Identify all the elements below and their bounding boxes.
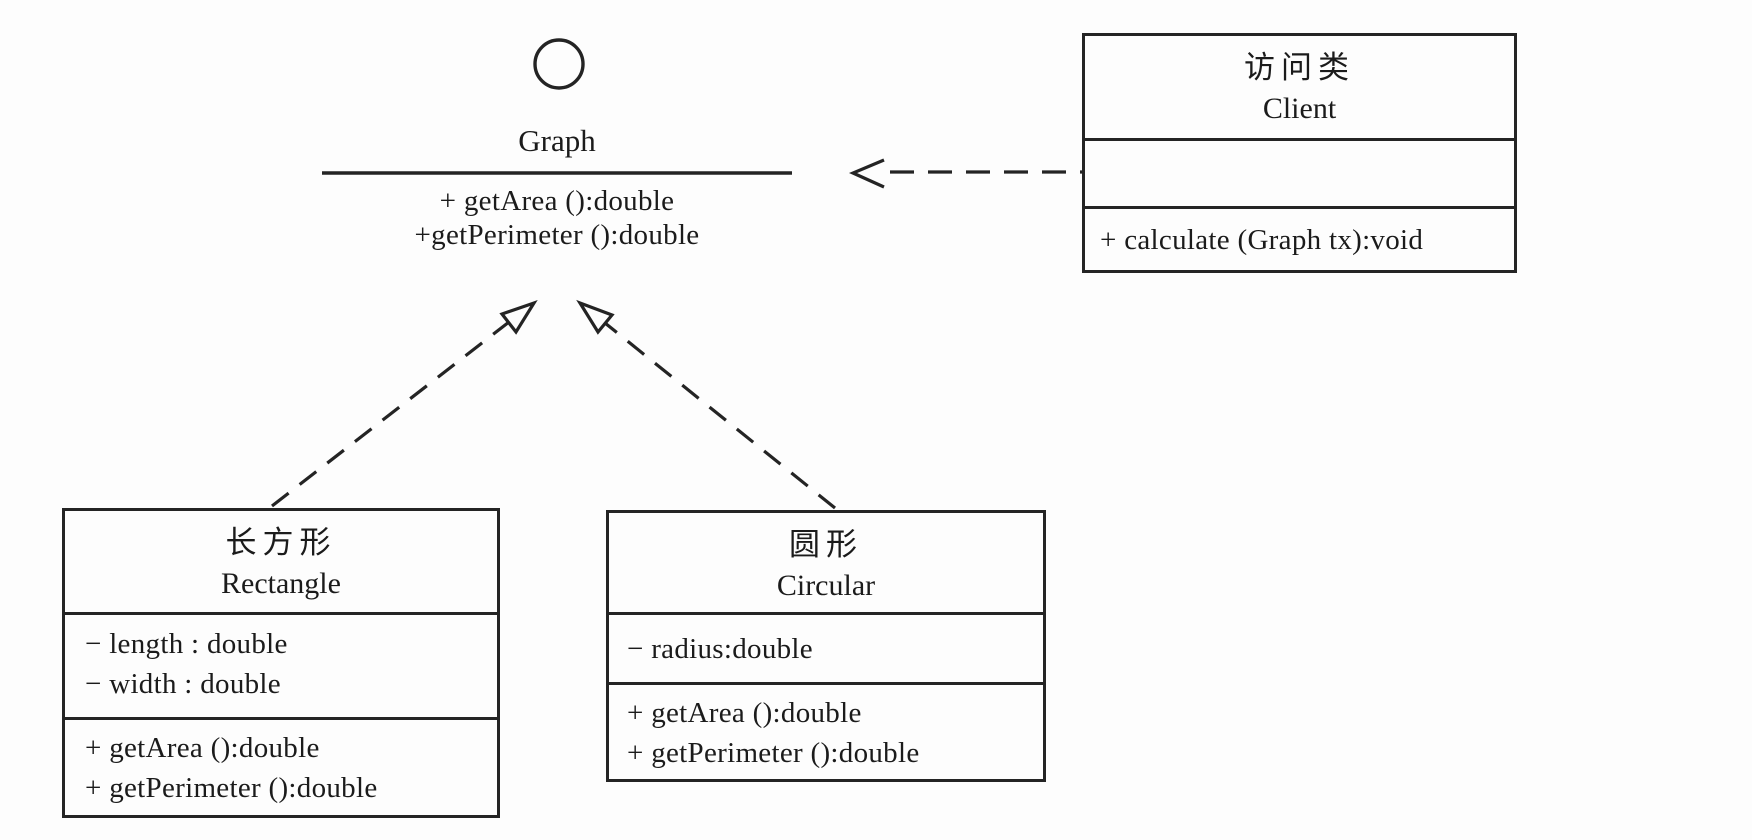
interface-method: +getPerimeter ():double	[414, 219, 700, 251]
interface-method: + getArea ():double	[439, 185, 675, 217]
class-title-zh: 访问类	[1244, 50, 1355, 85]
realization-arrow-circular-to-graph	[576, 299, 837, 510]
class-method: + getPerimeter ():double	[85, 772, 378, 804]
class-attributes-circular: − radius:double	[609, 612, 1043, 682]
dependency-arrow-client-to-graph	[848, 158, 1082, 189]
class-methods-rectangle: + getArea ():double + getPerimeter ():do…	[65, 717, 497, 815]
class-methods-circular: + getArea ():double + getPerimeter ():do…	[609, 682, 1043, 779]
class-title-en: Rectangle	[221, 567, 341, 600]
realization-arrow-rectangle-to-graph	[271, 300, 538, 508]
class-box-circular: 圆形 Circular − radius:double + getArea ()…	[606, 510, 1046, 782]
class-box-rectangle: 长方形 Rectangle − length : double − width …	[62, 508, 500, 818]
class-attribute: − radius:double	[627, 632, 813, 665]
class-box-client: 访问类 Client + calculate (Graph tx):void	[1082, 33, 1517, 273]
class-attributes-rectangle: − length : double − width : double	[65, 612, 497, 717]
hollow-triangle-arrowhead-icon	[576, 299, 615, 335]
class-method: + calculate (Graph tx):void	[1100, 223, 1424, 256]
open-arrowhead-icon	[848, 158, 885, 189]
class-attributes-client-empty	[1085, 138, 1514, 206]
class-method: + getArea ():double	[627, 697, 862, 729]
class-title-zh: 圆形	[789, 527, 863, 562]
class-method: + getArea ():double	[85, 732, 320, 764]
class-title-rectangle: 长方形 Rectangle	[65, 511, 497, 612]
class-method: + getPerimeter ():double	[627, 737, 920, 769]
interface-lollipop-icon	[533, 38, 585, 90]
class-methods-client: + calculate (Graph tx):void	[1085, 206, 1514, 270]
hollow-triangle-arrowhead-icon	[499, 300, 538, 335]
class-attribute: − length : double	[85, 628, 288, 660]
class-attribute: − width : double	[85, 668, 281, 700]
class-title-client: 访问类 Client	[1085, 36, 1514, 138]
class-title-en: Circular	[776, 569, 876, 602]
class-title-circular: 圆形 Circular	[609, 513, 1043, 612]
interface-name: Graph	[518, 123, 596, 158]
class-title-zh: 长方形	[225, 525, 337, 560]
class-title-en: Client	[1262, 92, 1337, 125]
interface-operations: + getArea ():double +getPerimeter ():dou…	[300, 184, 814, 252]
